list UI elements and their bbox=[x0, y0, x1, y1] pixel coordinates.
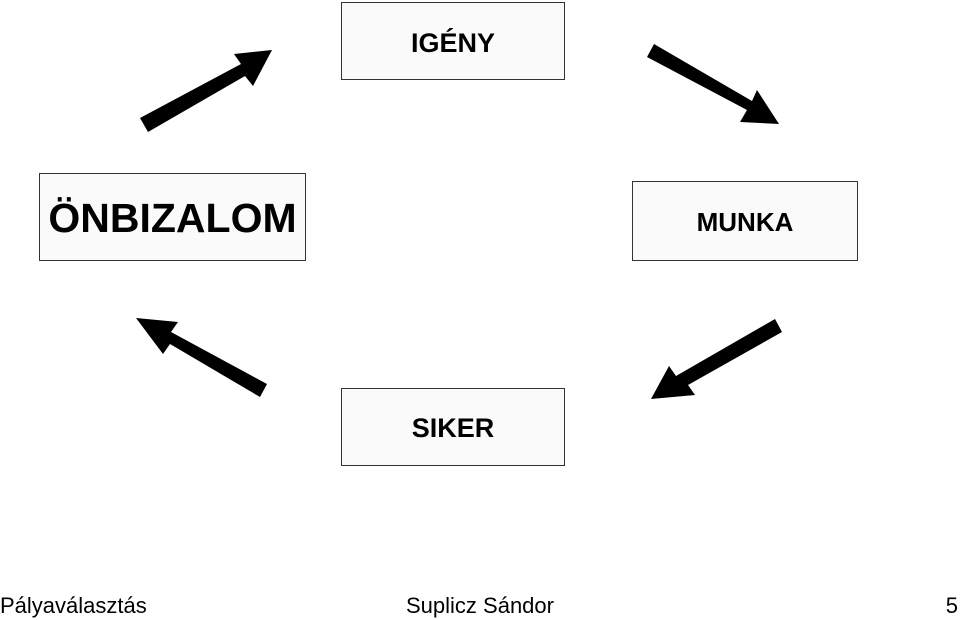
box-siker-label: SIKER bbox=[411, 412, 495, 443]
box-onbizalom: ÖNBIZALOM bbox=[39, 173, 306, 261]
footer-page-number: 5 bbox=[945, 593, 958, 618]
arrow-igeny-to-munka bbox=[647, 44, 779, 124]
footer-title: Pályaválasztás bbox=[0, 593, 147, 618]
footer-author: Suplicz Sándor bbox=[406, 593, 554, 618]
arrow-munka-to-siker bbox=[651, 319, 782, 399]
box-munka: MUNKA bbox=[632, 181, 858, 261]
arrow-onbizalom-to-igeny bbox=[140, 50, 272, 132]
arrow-siker-to-onbizalom bbox=[136, 318, 267, 397]
box-munka-label: MUNKA bbox=[696, 206, 794, 237]
box-siker: SIKER bbox=[341, 388, 565, 466]
box-igeny-label: IGÉNY bbox=[410, 27, 496, 58]
box-onbizalom-label: ÖNBIZALOM bbox=[48, 194, 297, 241]
box-igeny: IGÉNY bbox=[341, 2, 565, 80]
